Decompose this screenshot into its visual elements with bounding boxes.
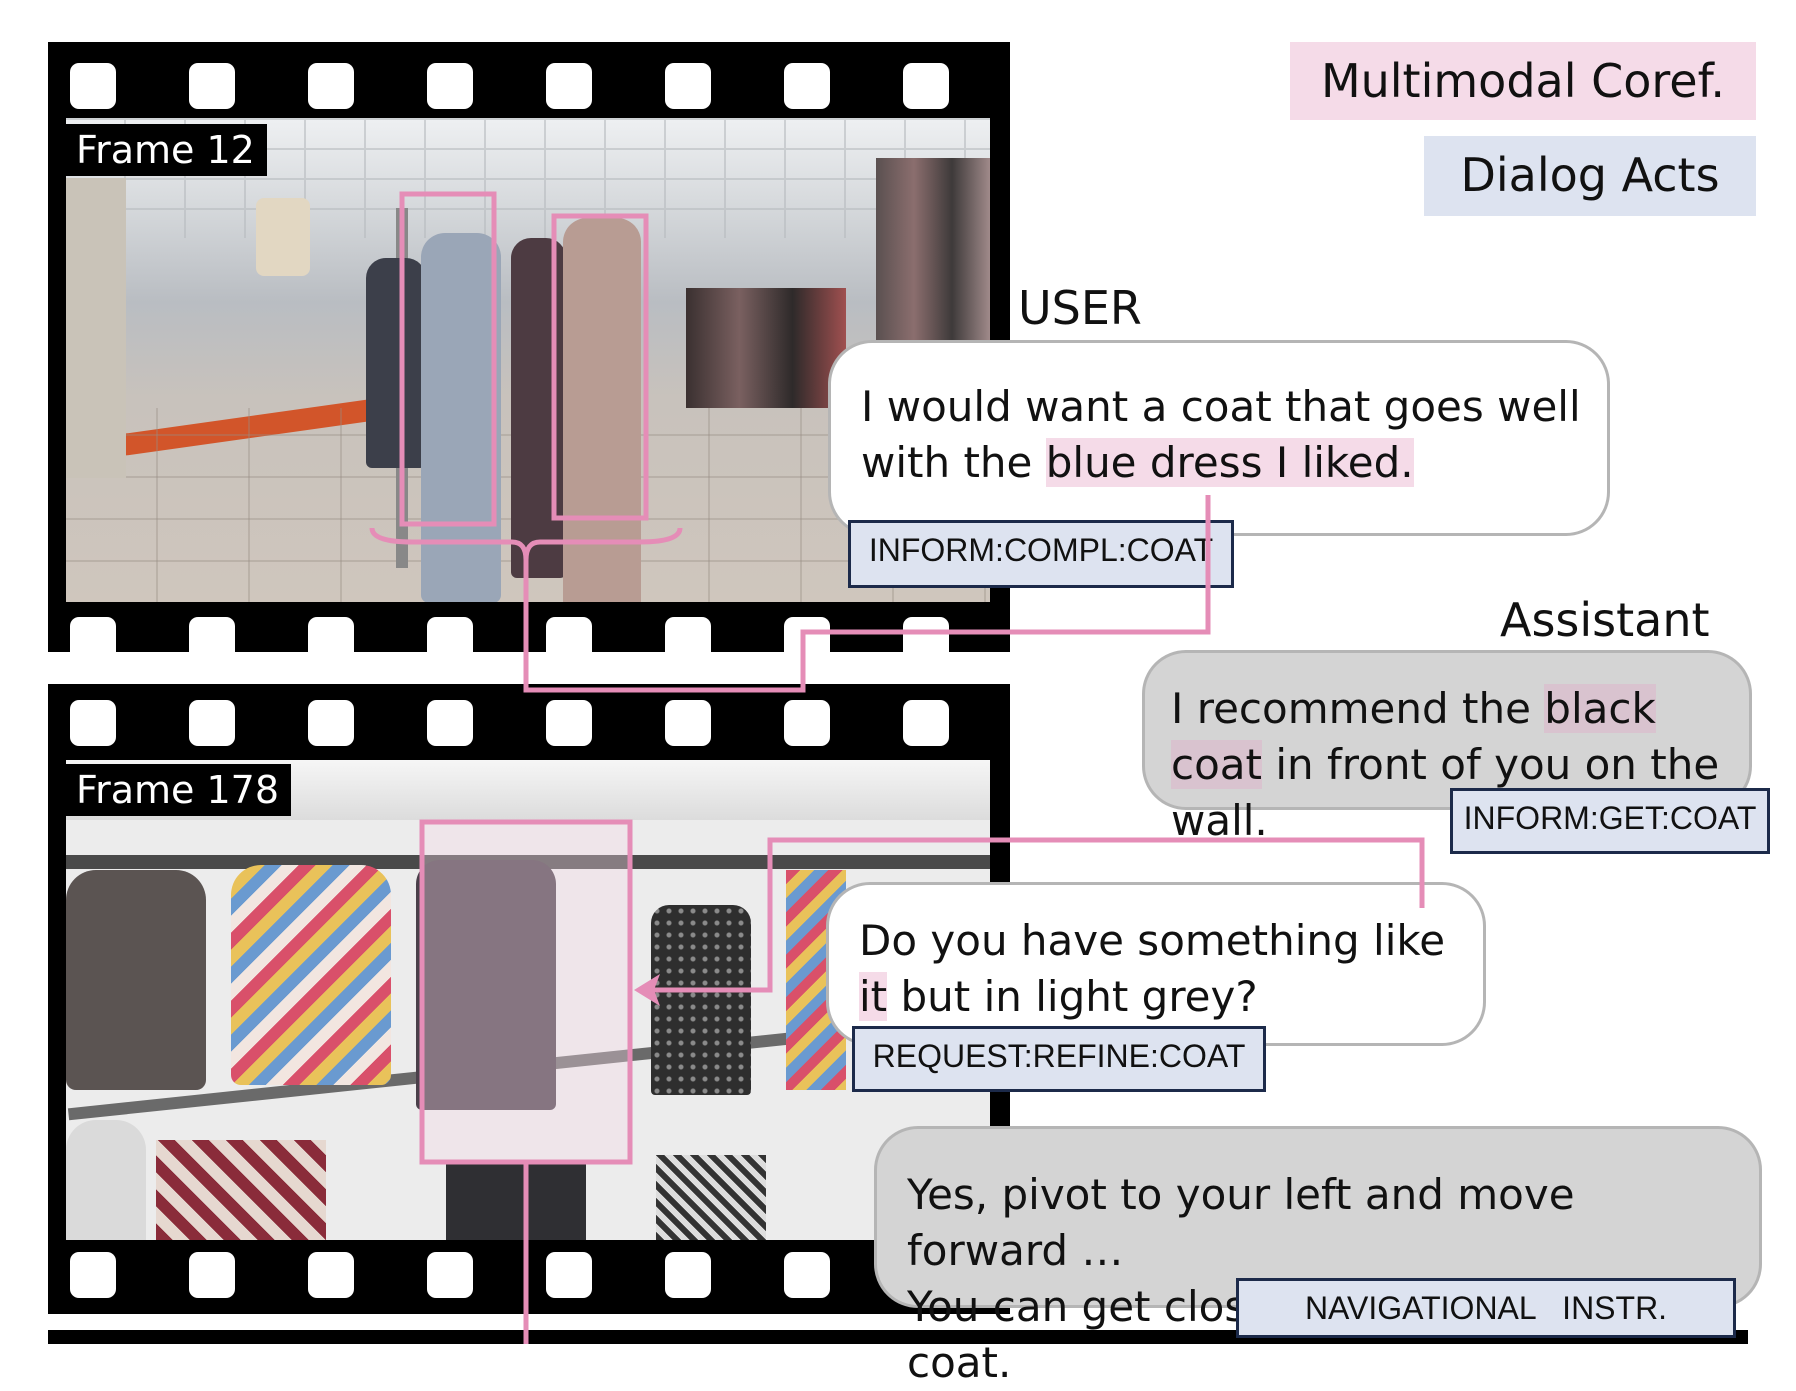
legend-multimodal-coref: Multimodal Coref. xyxy=(1290,42,1756,120)
pink-dress-bounding-box xyxy=(551,213,649,521)
dialog-act-inform-get-coat: INFORM:GET:COAT xyxy=(1450,788,1770,854)
user-turn-2-text: Do you have something like it but in lig… xyxy=(859,916,1446,1021)
user-turn-1-text: I would want a coat that goes well with … xyxy=(861,382,1581,487)
black-coat-bounding-box xyxy=(419,819,633,1165)
frame-178-label: Frame 178 xyxy=(66,764,292,816)
assistant-turn-1-bubble: I recommend the black coat in front of y… xyxy=(1142,650,1752,845)
user-turn-1-bubble: I would want a coat that goes well with … xyxy=(828,340,1610,536)
link-it-to-black-coat xyxy=(640,837,1425,993)
assistant-turn-1-text: I recommend the black coat in front of y… xyxy=(1171,684,1720,845)
legend-dialog-acts: Dialog Acts xyxy=(1424,136,1756,216)
dialog-act-navigational-instr: NAVIGATIONAL INSTR. xyxy=(1236,1278,1736,1338)
dialog-act-request-refine-coat: REQUEST:REFINE:COAT xyxy=(852,1026,1266,1092)
user-speaker-label: USER xyxy=(1018,281,1142,335)
blue-dress-bounding-box xyxy=(399,191,497,527)
frame-12-label: Frame 12 xyxy=(66,124,267,176)
dresses-brace xyxy=(369,527,683,561)
link-blue-dress-to-frame xyxy=(523,495,1211,693)
arrow-head-icon xyxy=(634,974,660,1006)
coreference-links xyxy=(369,191,1425,1344)
dialog-act-inform-compl-coat: INFORM:COMPL:COAT xyxy=(848,520,1234,588)
user-turn-2-bubble: Do you have something like it but in lig… xyxy=(826,882,1486,1046)
coref-it: it xyxy=(859,972,888,1021)
coref-blue-dress: blue dress I liked. xyxy=(1045,438,1414,487)
assistant-speaker-label: Assistant xyxy=(1500,593,1710,647)
